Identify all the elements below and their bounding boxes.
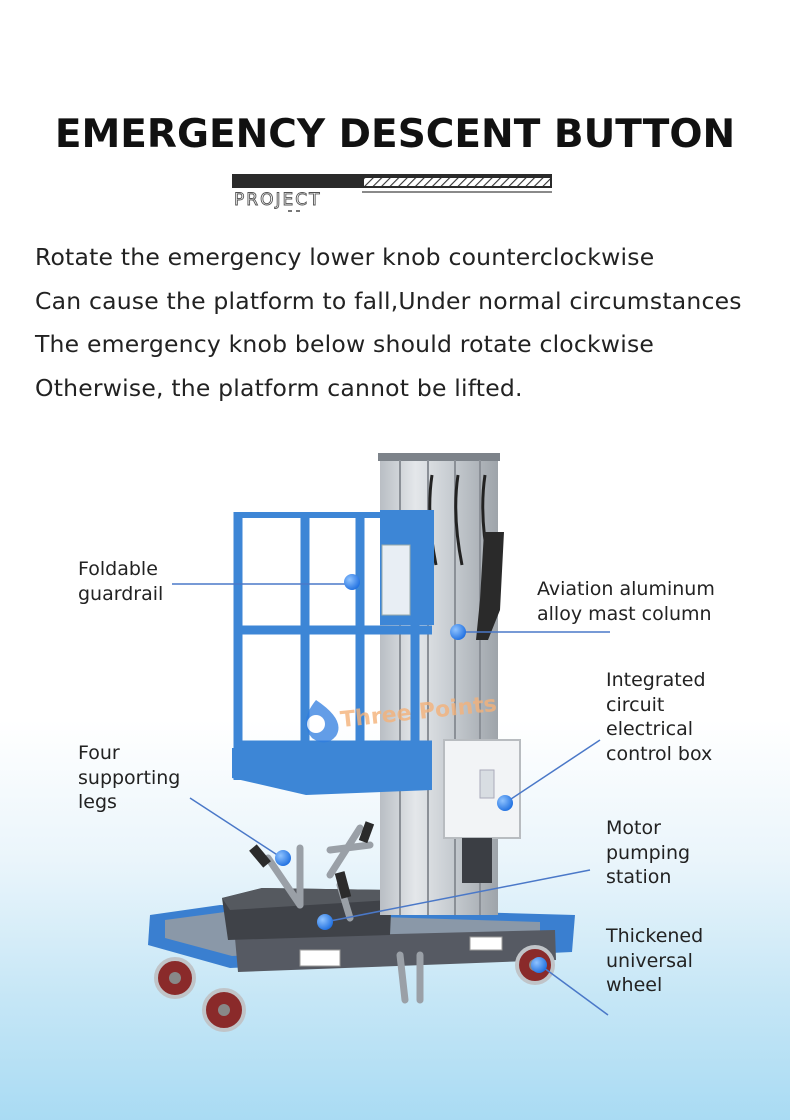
label-mast-column: Aviation aluminum alloy mast column: [537, 578, 715, 625]
project-banner: PROJECT: [232, 174, 552, 212]
label-foldable-guardrail: Foldable guardrail: [78, 558, 164, 605]
control-box: [443, 739, 521, 839]
lift-platform-illustration: [148, 453, 610, 1032]
leader-lines: [172, 583, 610, 1016]
description: Rotate the emergency lower knob counterc…: [35, 236, 742, 410]
wheels: [154, 945, 555, 1032]
description-line: Otherwise, the platform cannot be lifted…: [35, 373, 523, 402]
banner-text: PROJECT: [234, 190, 321, 210]
watermark-logo: [305, 700, 339, 743]
marker-dots: [275, 574, 547, 973]
label-universal-wheel: Thickened universal wheel: [606, 925, 704, 996]
description-line: The emergency knob below should rotate c…: [35, 330, 655, 358]
description-line: Rotate the emergency lower knob counterc…: [35, 243, 655, 271]
leg-handles: [249, 821, 375, 899]
label-control-box: Integrated circuit electrical control bo…: [606, 669, 713, 765]
platform-floor: [232, 748, 432, 795]
description-line: Can cause the platform to fall,Under nor…: [35, 286, 742, 315]
label-supporting-legs: Four supporting legs: [78, 742, 181, 813]
label-pumping-station: Motor pumping station: [606, 817, 691, 888]
page-title: EMERGENCY DESCENT BUTTON: [54, 112, 736, 157]
